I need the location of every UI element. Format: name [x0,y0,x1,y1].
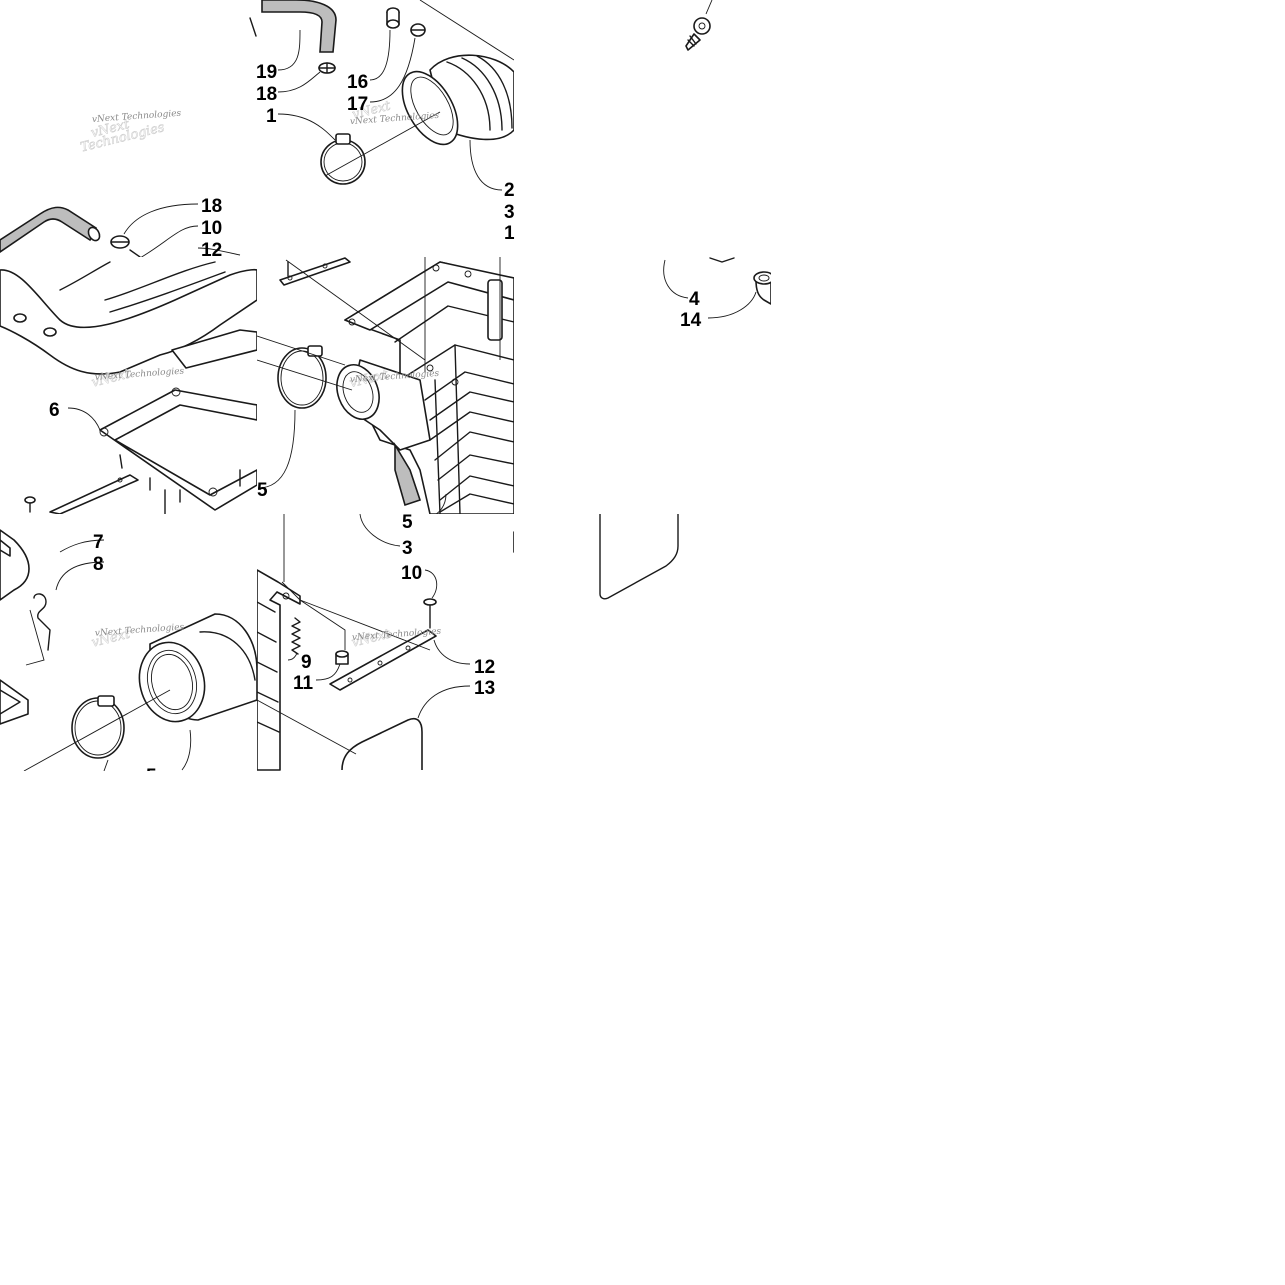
band-clamp-5 [277,345,327,409]
airbox-lower-body [257,569,301,771]
airbox-lower-frame [0,529,30,725]
callout-6: 6 [49,400,60,421]
callout-12: 12 [201,240,222,261]
plug-16 [386,7,400,29]
callout-10b: 10 [401,563,422,584]
callout-5b: 5 [402,512,413,533]
callout-14: 14 [680,310,702,331]
callout-13: 13 [474,678,495,699]
callout-16: 16 [347,72,368,93]
tile-mid-left: vNext vNext Technologies [0,261,257,514]
spring-9 [291,617,301,655]
hose-18 [0,203,241,257]
tile-top-right [685,0,713,51]
gasket-frame-6 [99,387,257,511]
nut-11 [335,650,349,665]
callout-2: 2 [504,180,515,201]
grommet-14 [753,271,771,305]
callout-5c: 5 [146,766,157,787]
fastener-bolt [685,0,713,51]
callout-3b: 3 [402,538,413,559]
tile-top-middle: vNext vNext Technologies [261,0,514,191]
airbox-cover [0,261,257,375]
panel-outline [599,514,679,600]
watermark-1: vNext Technologies [92,109,182,125]
grommet-small [513,531,514,553]
callout-18b: 18 [201,196,222,217]
tile-bottom-right [599,514,679,600]
callout-12b: 12 [474,657,495,678]
air-filter-element [138,613,257,723]
callout-18: 18 [256,84,277,105]
intake-boot-2 [401,54,514,146]
clamp-18 [318,62,336,74]
callout-5: 5 [257,480,268,501]
tile-bottom-left: vNext vNext Technologies [0,529,257,771]
clamp-17 [410,23,426,37]
callout-19: 19 [256,62,277,83]
strap-12 [279,257,351,286]
strap-12b [329,629,437,691]
callout-11: 11 [293,673,314,694]
wire-clip-8 [33,593,51,651]
callout-17: 17 [347,94,368,115]
callout-8: 8 [93,554,104,575]
tile-bottom-middle: vNext vNext Technologies [257,514,471,771]
hose-19 [261,0,337,53]
tile-mid-right [663,257,771,319]
callout-1: 1 [266,106,277,127]
screw-10 [423,598,437,629]
tile-top-left: vNext Technologies vNext Technologies [79,17,257,156]
callout-1b: 1 [504,223,515,244]
callout-4: 4 [689,289,700,310]
callout-3: 3 [504,202,515,223]
airbox-main-body [344,257,514,514]
callout-9: 9 [301,652,312,673]
intake-snorkel [336,359,431,507]
callout-labels: 19 18 1 16 17 2 3 1 18 10 12 4 14 6 5 5 … [49,62,702,787]
screw [24,496,36,513]
callout-7: 7 [93,532,104,553]
band-clamp-1 [320,133,366,185]
callout-10: 10 [201,218,222,239]
tile-center: vNext vNext Technologies [257,257,514,514]
band-clamp-5b [71,695,125,759]
cover-13 [341,717,423,771]
